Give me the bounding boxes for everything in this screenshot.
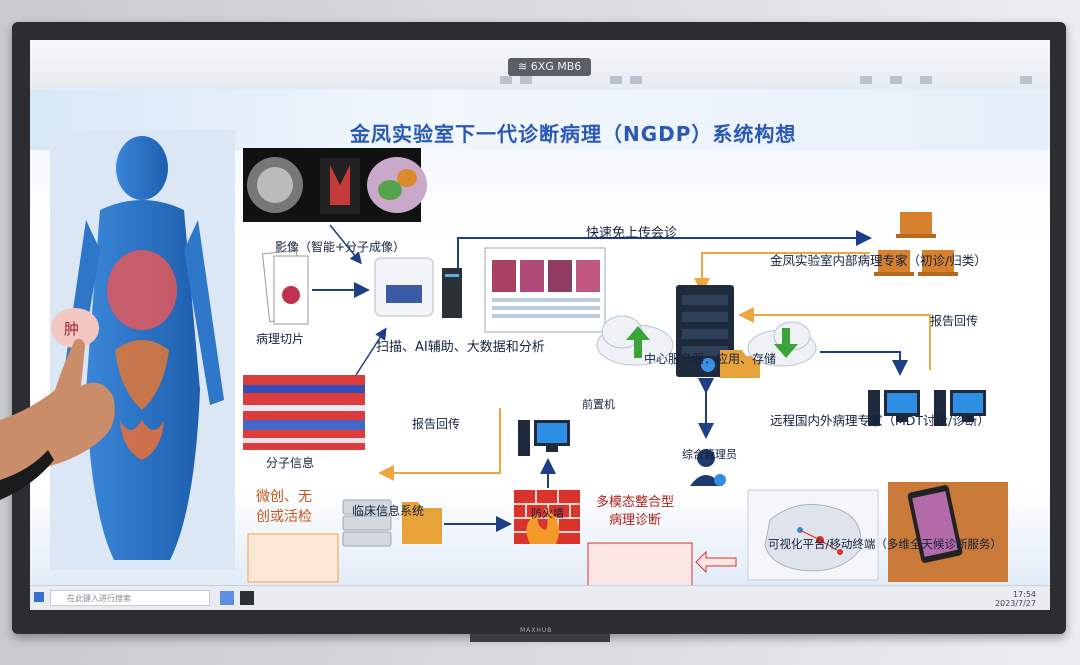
clock-time: 17:54: [1012, 590, 1036, 599]
browser-topbar: ≋ 6XG MB6: [30, 40, 1050, 90]
admin-user-icon: [690, 449, 726, 486]
firewall-label: 防火墙: [531, 507, 564, 520]
toolbar-icon[interactable]: [860, 76, 872, 84]
cloud-upload-icon: [596, 315, 674, 366]
taskbar: 在此键入进行搜索 17:54 2023/7/27: [30, 585, 1050, 610]
organ-tag: 肿: [64, 320, 80, 338]
molecular-heatmap: [243, 375, 365, 450]
wifi-icon: ≋: [518, 60, 531, 73]
minimal-line-1: 微创、无: [256, 489, 312, 505]
multimodal-text: 多模态整合型 病理诊断: [596, 494, 674, 530]
mobile-terminal-image: [888, 482, 1008, 582]
clinical-system-icon: [342, 499, 442, 547]
app-icon[interactable]: [240, 591, 254, 605]
upload-label: 快速免上传会诊: [586, 226, 678, 241]
scan-label: 扫描、AI辅助、大数据和分析: [376, 340, 545, 355]
multimodal-box: [587, 542, 693, 585]
minimal-invasive-badge: [247, 533, 339, 583]
toolbar-icon[interactable]: [890, 76, 902, 84]
app-icon[interactable]: [220, 591, 234, 605]
clinical-label: 临床信息系统: [352, 504, 425, 518]
imaging-images: [243, 148, 427, 222]
visual-platform-label: 可视化平台/移动终端（多维全天候诊断服务）: [768, 537, 1002, 551]
multimodal-line-2: 病理诊断: [609, 513, 662, 528]
brand-logo: MAXHUB: [520, 627, 553, 634]
china-map-panel: [747, 489, 879, 581]
clock-date: 2023/7/27: [994, 599, 1036, 608]
taskbar-clock[interactable]: 17:54 2023/7/27: [995, 590, 1036, 608]
toolbar-icon[interactable]: [520, 76, 532, 84]
server-icon: [676, 285, 760, 378]
human-body-illustration: [50, 130, 235, 570]
multimodal-line-1: 多模态整合型: [596, 495, 675, 510]
taskbar-search-input[interactable]: 在此键入进行搜索: [50, 590, 210, 606]
front-computer-icon: [518, 420, 570, 456]
presenter-hand: [0, 338, 115, 500]
remote-expert-label: 远程国内外病理专家（MDT讨论/诊断）: [770, 413, 990, 428]
toolbar-icon[interactable]: [1020, 76, 1032, 84]
remote-computers-icon: [868, 390, 986, 426]
windows-start-icon[interactable]: [34, 592, 44, 602]
toolbar-icon[interactable]: [630, 76, 642, 84]
report-back-right-label: 报告回传: [930, 314, 979, 328]
display-screen: ≋ 6XG MB6: [30, 40, 1050, 610]
toolbar-icon[interactable]: [500, 76, 512, 84]
cloud-download-icon: [747, 321, 817, 367]
analysis-charts: [484, 247, 606, 333]
toolbar-icon[interactable]: [920, 76, 932, 84]
imaging-label: 影像（智能+分子成像）: [275, 240, 406, 254]
admin-label: 综合管理员: [682, 448, 737, 461]
diagram-graphics: [50, 130, 1008, 585]
molecular-label: 分子信息: [266, 456, 315, 470]
toolbar-icon[interactable]: [610, 76, 622, 84]
firewall-icon: [514, 490, 580, 544]
minimal-line-2: 创或活检: [256, 509, 312, 525]
multimodal-arrow: [695, 550, 737, 574]
display-stand: [470, 634, 610, 642]
wifi-label: 6XG MB6: [530, 60, 582, 73]
report-back-left-label: 报告回传: [412, 417, 461, 431]
internal-expert-label: 金凤实验室内部病理专家（初诊/归类）: [770, 253, 987, 268]
slides-label: 病理切片: [256, 332, 305, 346]
diagram-slide: 金凤实验室下一代诊断病理（NGDP）系统构想 快速免上传会诊 影像（智能+分子成…: [30, 90, 1050, 585]
diagram-title: 金凤实验室下一代诊断病理（NGDP）系统构想: [350, 122, 797, 146]
minimal-invasive-text: 微创、无 创或活检: [256, 487, 312, 527]
front-computer-label: 前置机: [582, 398, 615, 411]
pathology-slides-icon: [261, 249, 309, 325]
laptops-icon: [874, 212, 958, 276]
wifi-status-pill: ≋ 6XG MB6: [508, 58, 592, 76]
scanner-device: [374, 257, 462, 318]
center-server-label: 中心服务器：应用、存储: [644, 352, 777, 366]
